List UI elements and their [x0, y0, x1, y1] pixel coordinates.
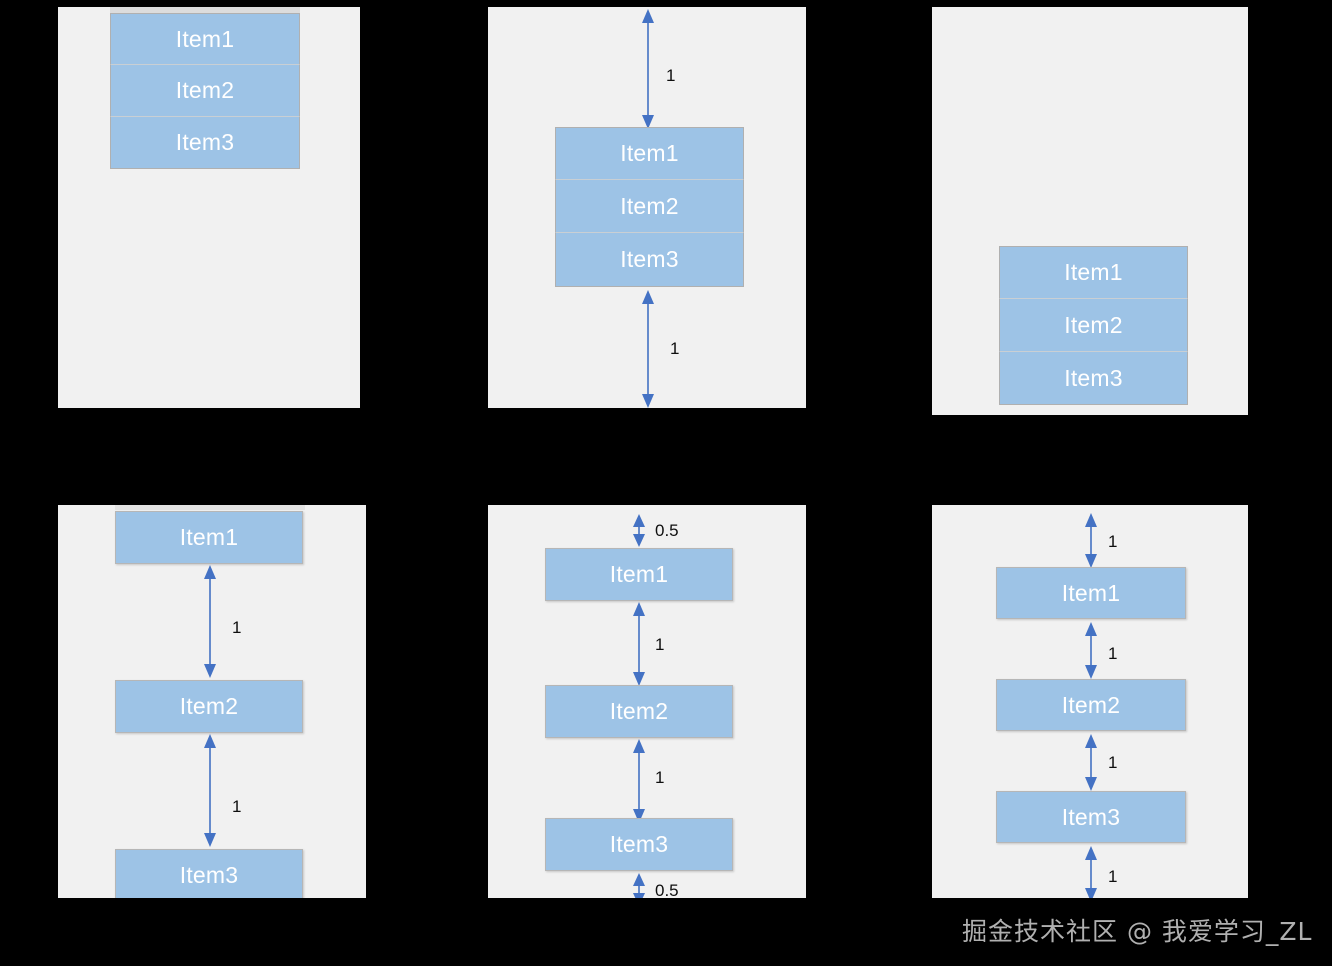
panel-space-evenly: 1 Item1 1 Item2 1 Item3 1 — [932, 505, 1248, 898]
item-box-1[interactable]: Item1 — [110, 13, 300, 65]
item-box-2[interactable]: Item2 — [999, 299, 1188, 352]
dimension-arrow-gap-bottom-edge — [1083, 846, 1099, 898]
dimension-arrow-gap-item1-item2 — [202, 565, 218, 678]
dimension-label-gap-item2-item3: 1 — [232, 797, 242, 816]
dimension-label-gap-item2-item3: 1 — [1108, 753, 1118, 772]
dimension-label-gap-item2-item3: 1 — [655, 768, 665, 787]
panel-header-strip — [110, 7, 300, 13]
dimension-arrow-gap-item2-item3 — [631, 739, 647, 823]
dimension-label-gap-below: 1 — [670, 339, 680, 358]
item-box-2[interactable]: Item2 — [115, 680, 303, 733]
item-box-label: Item3 — [609, 831, 669, 857]
item-box-label: Item1 — [175, 25, 235, 52]
panel-spaced-between: Item1 1 Item2 1 Item3 — [58, 505, 366, 898]
item-box-label: Item2 — [609, 698, 669, 724]
dimension-arrow-gap-above — [640, 9, 656, 129]
item-box-label: Item1 — [179, 524, 239, 550]
panel-stacked-bottom-aligned: Item1 Item2 Item3 — [932, 7, 1248, 415]
item-box-label: Item3 — [1061, 803, 1121, 830]
item-box-3[interactable]: Item3 — [110, 117, 300, 169]
item-box-label: Item2 — [620, 192, 679, 219]
item-box-label: Item1 — [609, 561, 669, 587]
item-box-3[interactable]: Item3 — [115, 849, 303, 898]
item-box-label: Item3 — [620, 246, 679, 272]
dimension-label-gap-top-edge: 0.5 — [655, 521, 679, 540]
item-box-1[interactable]: Item1 — [545, 548, 733, 601]
item-box-1[interactable]: Item1 — [999, 246, 1188, 299]
item-box-label: Item2 — [1064, 311, 1123, 338]
dimension-arrow-gap-below — [640, 290, 656, 408]
item-box-label: Item3 — [1064, 364, 1123, 391]
item-box-label: Item2 — [175, 77, 235, 103]
dimension-arrow-gap-bottom-edge — [631, 873, 647, 898]
dimension-arrow-gap-item2-item3 — [202, 734, 218, 847]
item-box-label: Item1 — [620, 140, 679, 166]
dimension-label-gap-item1-item2: 1 — [1108, 644, 1118, 663]
item-box-2[interactable]: Item2 — [110, 65, 300, 117]
panel-space-around: 0.5 Item1 1 Item2 1 Item3 0.5 — [488, 505, 806, 898]
dimension-arrow-gap-item1-item2 — [631, 602, 647, 686]
dimension-arrow-gap-top-edge — [1083, 513, 1099, 568]
dimension-label-gap-top-edge: 1 — [1108, 532, 1118, 551]
panel-stacked-top-aligned: Item1 Item2 Item3 — [58, 7, 360, 408]
item-box-label: Item1 — [1061, 579, 1121, 606]
panel-header-strip — [115, 505, 305, 510]
dimension-label-gap-above: 1 — [666, 66, 676, 85]
panel-stacked-centered: 1 Item1 Item2 Item3 1 — [488, 7, 806, 408]
item-box-3[interactable]: Item3 — [545, 818, 733, 871]
dimension-label-gap-item1-item2: 1 — [655, 635, 665, 654]
item-box-label: Item3 — [179, 862, 239, 888]
item-box-3[interactable]: Item3 — [555, 233, 744, 287]
item-box-1[interactable]: Item1 — [555, 127, 744, 180]
item-box-2[interactable]: Item2 — [555, 180, 744, 233]
item-box-2[interactable]: Item2 — [996, 679, 1186, 731]
watermark-text: 掘金技术社区 @ 我爱学习_ZL — [962, 917, 1313, 946]
dimension-label-gap-bottom-edge: 1 — [1108, 867, 1118, 886]
item-box-label: Item3 — [175, 129, 235, 155]
item-box-1[interactable]: Item1 — [115, 511, 303, 564]
item-box-label: Item2 — [179, 693, 239, 719]
item-box-label: Item1 — [1064, 259, 1123, 285]
item-box-3[interactable]: Item3 — [996, 791, 1186, 843]
dimension-arrow-gap-item2-item3 — [1083, 734, 1099, 791]
dimension-label-gap-item1-item2: 1 — [232, 618, 242, 637]
item-box-3[interactable]: Item3 — [999, 352, 1188, 405]
dimension-arrow-gap-item1-item2 — [1083, 622, 1099, 679]
dimension-arrow-gap-top-edge — [631, 514, 647, 547]
item-box-label: Item2 — [1061, 691, 1121, 718]
dimension-label-gap-bottom-edge: 0.5 — [655, 881, 679, 898]
item-box-1[interactable]: Item1 — [996, 567, 1186, 619]
item-box-2[interactable]: Item2 — [545, 685, 733, 738]
